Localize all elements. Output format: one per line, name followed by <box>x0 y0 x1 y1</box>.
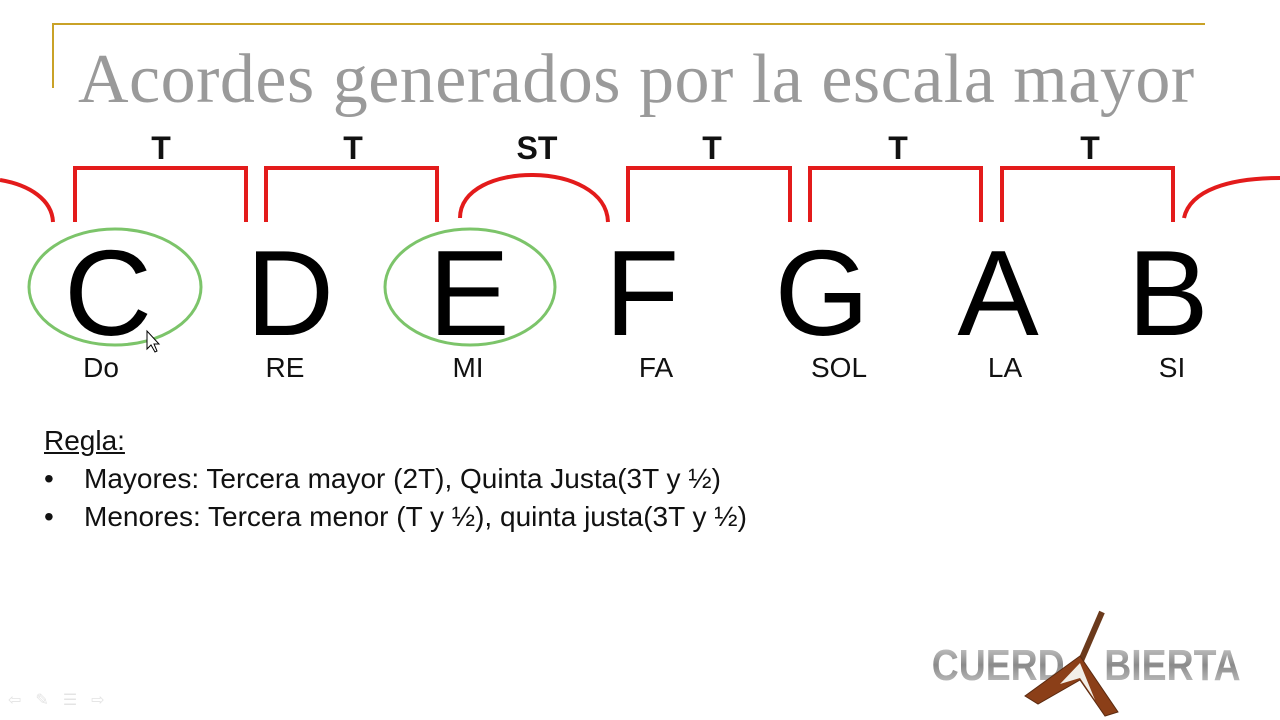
rule-bullet: •Mayores: Tercera mayor (2T), Quinta Jus… <box>44 463 721 494</box>
logo-text-right: BIERTA <box>1104 640 1240 690</box>
bracket-tone-3 <box>626 166 792 222</box>
interval-label: T <box>888 130 908 166</box>
bracket-tone-1 <box>73 166 248 222</box>
menu-icon[interactable]: ☰ <box>62 692 78 709</box>
solfege-label: RE <box>265 352 305 383</box>
interval-label: T <box>343 130 363 166</box>
bracket-tone-2 <box>264 166 439 222</box>
interval-label: T <box>1080 130 1100 166</box>
arrow-right-icon[interactable]: ⇨ <box>91 692 105 709</box>
arc-edge-left <box>0 178 55 223</box>
logo-text-left: CUERD <box>932 640 1065 690</box>
solfege-label: MI <box>452 352 484 383</box>
rule-heading: Regla: <box>44 425 125 456</box>
note-letter: A <box>957 225 1039 361</box>
interval-label: ST <box>516 130 558 166</box>
slide-title: Acordes generados por la escala mayor <box>78 41 1195 118</box>
note-letter: B <box>1127 225 1209 361</box>
note-letter: C <box>63 225 153 361</box>
arc-semitone <box>458 173 610 223</box>
solfege-label: Do <box>83 352 119 383</box>
note-letter: E <box>428 225 510 361</box>
arc-edge-right <box>1182 176 1280 219</box>
bracket-tone-5 <box>1000 166 1175 222</box>
mouse-cursor-icon <box>146 329 161 353</box>
solfege-label: FA <box>638 352 674 383</box>
circle-e <box>383 227 557 347</box>
circle-c <box>27 227 203 347</box>
pen-icon[interactable]: ✎ <box>35 692 49 709</box>
note-letter: D <box>245 225 335 361</box>
interval-label: T <box>702 130 722 166</box>
note-letter: F <box>604 225 680 361</box>
interval-label: T <box>151 130 171 166</box>
bracket-tone-4 <box>808 166 983 222</box>
guitar-icon <box>1024 610 1119 717</box>
arrow-left-icon[interactable]: ⇦ <box>8 692 22 709</box>
rule-block: Regla: •Mayores: Tercera mayor (2T), Qui… <box>44 422 747 536</box>
solfege-label: SI <box>1158 352 1186 383</box>
solfege-label: SOL <box>810 352 868 383</box>
solfege-label: LA <box>987 352 1023 383</box>
rule-bullet: •Menores: Tercera menor (T y ½), quinta … <box>44 501 747 532</box>
cuerdabierta-logo: CUERD BIERTA <box>932 610 1240 717</box>
slideshow-controls: ⇦ ✎ ☰ ⇨ <box>8 690 105 710</box>
note-letter: G <box>774 225 870 361</box>
